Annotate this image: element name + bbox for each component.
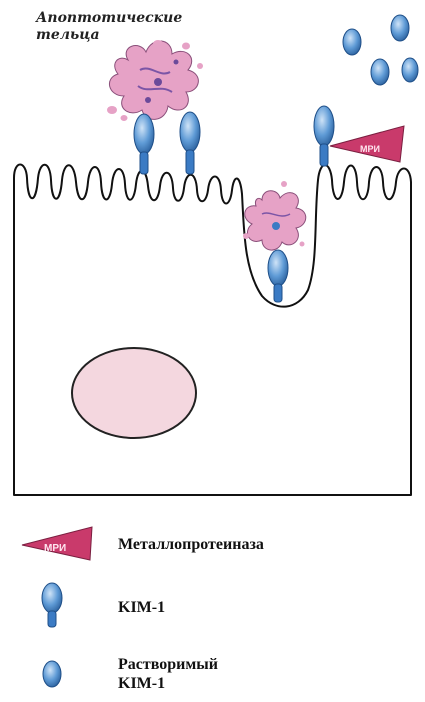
legend-mmp-tag: МРИ <box>44 543 66 554</box>
legend-soluble-kim1-icon <box>43 661 61 687</box>
legend-kim1-icon <box>42 583 62 627</box>
kim1-receptor-pocket <box>268 250 288 302</box>
kim1-receptor-1 <box>134 114 154 174</box>
mmp-tag-label: МРИ <box>360 144 380 154</box>
legend-metalloproteinase-icon: МРИ <box>22 527 92 560</box>
kim1-receptor-2 <box>180 112 200 174</box>
legend-kim1-label: KIM-1 <box>118 598 165 617</box>
legend-metalloproteinase-label: Металлопротеиназа <box>118 535 264 554</box>
legend-soluble-line1: Растворимый <box>118 655 218 674</box>
apoptotic-label-line1: Апоптотические <box>36 10 182 27</box>
nucleus <box>72 348 196 438</box>
kim1-receptor-3 <box>314 106 334 166</box>
cell-membrane <box>14 165 411 496</box>
apoptotic-body-top <box>107 40 203 121</box>
apoptotic-bodies-label: Апоптотические тельца <box>36 10 182 44</box>
metalloproteinase-on-membrane: МРИ <box>330 126 404 162</box>
legend-soluble-line2: KIM-1 <box>118 674 165 693</box>
apoptotic-body-pocket <box>243 181 306 250</box>
apoptotic-label-line2: тельца <box>36 27 182 44</box>
soluble-kim1-group <box>343 15 418 85</box>
